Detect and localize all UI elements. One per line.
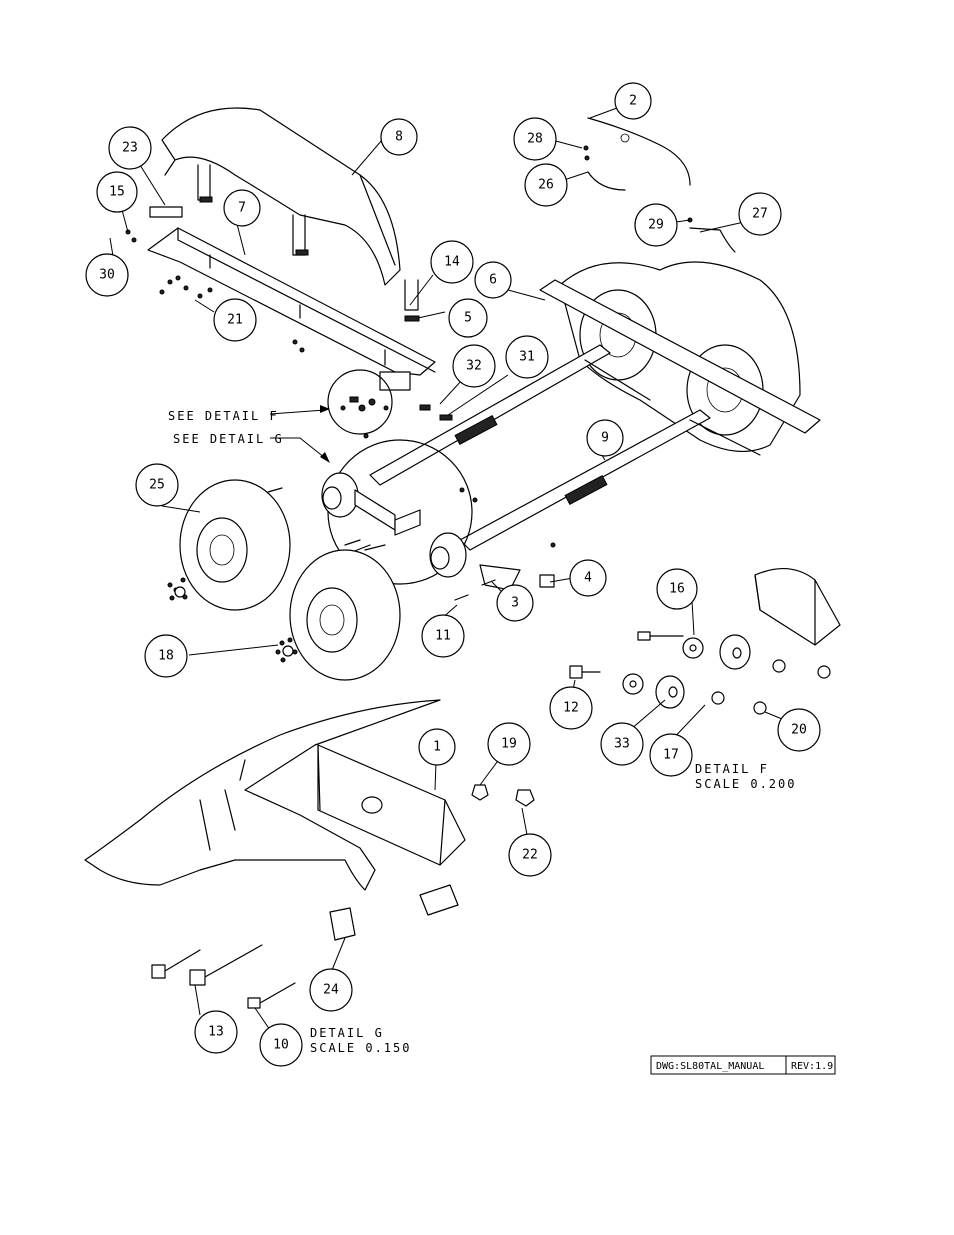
svg-text:4: 4 <box>584 571 592 586</box>
item-balloons: 2 28 26 29 27 8 23 15 30 7 21 14 5 6 32 … <box>85 82 821 1067</box>
detail-f-caption: DETAIL F SCALE 0.200 <box>695 762 796 791</box>
balloon-23: 23 <box>108 126 152 170</box>
svg-text:18: 18 <box>158 649 174 664</box>
svg-text:SCALE 0.150: SCALE 0.150 <box>310 1041 411 1055</box>
revision: REV:1.9 <box>791 1061 833 1072</box>
svg-text:27: 27 <box>752 207 768 222</box>
svg-text:9: 9 <box>601 431 609 446</box>
balloon-17: 17 <box>649 733 693 777</box>
balloon-24: 24 <box>309 968 353 1012</box>
svg-text:5: 5 <box>464 311 472 326</box>
svg-text:DETAIL F: DETAIL F <box>695 762 769 776</box>
balloon-31: 31 <box>505 335 549 379</box>
tire-part <box>167 479 401 681</box>
svg-text:30: 30 <box>99 268 115 283</box>
balloon-12: 12 <box>549 686 593 730</box>
balloon-4: 4 <box>569 559 607 597</box>
svg-text:SCALE 0.200: SCALE 0.200 <box>695 777 796 791</box>
svg-text:15: 15 <box>109 185 125 200</box>
detail-f-parts <box>569 567 841 715</box>
balloon-28: 28 <box>513 117 557 161</box>
balloon-30: 30 <box>85 253 129 297</box>
svg-text:6: 6 <box>489 273 497 288</box>
balloon-15: 15 <box>96 171 138 213</box>
drawing-number: DWG:SL80TAL_MANUAL <box>656 1061 764 1072</box>
balloon-16: 16 <box>656 568 698 610</box>
svg-text:20: 20 <box>791 723 807 738</box>
detail-g-parts <box>84 699 535 1009</box>
title-block: DWG:SL80TAL_MANUAL REV:1.9 <box>650 1055 836 1075</box>
svg-text:8: 8 <box>395 130 403 145</box>
svg-text:29: 29 <box>648 218 664 233</box>
svg-text:7: 7 <box>238 201 246 216</box>
balloon-25: 25 <box>135 463 179 507</box>
balloon-14: 14 <box>430 240 474 284</box>
balloon-20: 20 <box>777 708 821 752</box>
balloon-10: 10 <box>259 1023 303 1067</box>
svg-text:11: 11 <box>435 629 451 644</box>
svg-text:23: 23 <box>122 141 138 156</box>
fender-part <box>149 107 401 286</box>
balloon-21: 21 <box>213 298 257 342</box>
svg-text:2: 2 <box>629 94 637 109</box>
svg-text:3: 3 <box>511 596 519 611</box>
svg-text:32: 32 <box>466 359 482 374</box>
svg-text:26: 26 <box>538 178 554 193</box>
balloon-18: 18 <box>144 634 188 678</box>
svg-text:28: 28 <box>527 132 543 147</box>
svg-text:1: 1 <box>433 740 441 755</box>
svg-text:12: 12 <box>563 701 579 716</box>
svg-text:21: 21 <box>227 313 243 328</box>
svg-text:31: 31 <box>519 350 535 365</box>
svg-text:19: 19 <box>501 737 517 752</box>
axle-assembly <box>267 261 821 601</box>
balloon-13: 13 <box>194 1010 238 1054</box>
svg-text:13: 13 <box>208 1025 224 1040</box>
balloon-3: 3 <box>496 584 534 622</box>
svg-text:DETAIL G: DETAIL G <box>310 1026 384 1040</box>
svg-text:22: 22 <box>522 848 538 863</box>
balloon-33: 33 <box>600 722 644 766</box>
see-detail-f-label: SEE DETAIL F <box>168 409 279 423</box>
balloon-29: 29 <box>634 203 678 247</box>
svg-text:16: 16 <box>669 582 685 597</box>
balloon-22: 22 <box>508 833 552 877</box>
balloon-5: 5 <box>448 298 488 338</box>
detail-g-caption: DETAIL G SCALE 0.150 <box>310 1026 411 1055</box>
balloon-11: 11 <box>421 614 465 658</box>
see-detail-g-label: SEE DETAIL G <box>173 432 284 446</box>
balloon-1: 1 <box>418 728 456 766</box>
balloon-19: 19 <box>487 722 531 766</box>
balloon-2: 2 <box>614 82 652 120</box>
svg-text:17: 17 <box>663 748 679 763</box>
balloon-7: 7 <box>223 189 261 227</box>
detail-callouts: SEE DETAIL F SEE DETAIL G <box>168 405 330 463</box>
balloon-27: 27 <box>738 192 782 236</box>
svg-text:10: 10 <box>273 1038 289 1053</box>
svg-text:14: 14 <box>444 255 460 270</box>
svg-text:24: 24 <box>323 983 339 998</box>
balloon-32: 32 <box>452 344 496 388</box>
balloon-9: 9 <box>586 419 624 457</box>
svg-text:33: 33 <box>614 737 630 752</box>
balloon-26: 26 <box>524 163 568 207</box>
svg-text:25: 25 <box>149 478 165 493</box>
balloon-6: 6 <box>474 261 512 299</box>
u-bolt-part <box>404 279 420 322</box>
rail-part <box>125 227 436 391</box>
balloon-8: 8 <box>380 118 418 156</box>
